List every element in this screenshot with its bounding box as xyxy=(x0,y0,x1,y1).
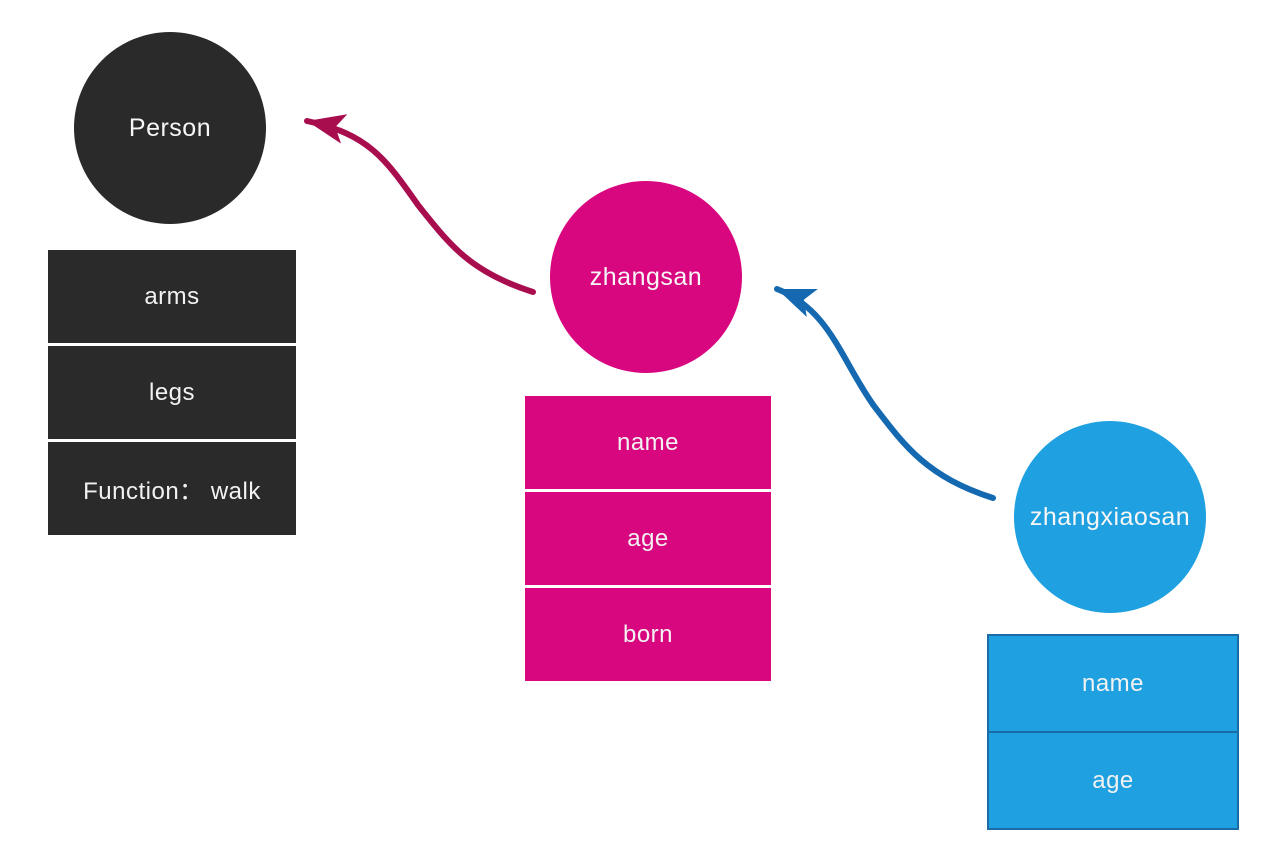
attribute-label: name xyxy=(1081,669,1145,697)
attribute-row: name xyxy=(989,636,1237,731)
edge-zhangxiaosan-to-zhangsan xyxy=(774,286,996,501)
attribute-label: name xyxy=(616,428,680,456)
attribute-label: Function： walk xyxy=(83,478,261,505)
zhangxiaosan-node-circle: zhangxiaosan xyxy=(1014,421,1206,613)
zhangsan-node-circle: zhangsan xyxy=(550,181,742,373)
attribute-label: legs xyxy=(148,378,196,406)
zhangxiaosan-attributes-table: name age xyxy=(987,634,1239,830)
zhangsan-attributes-table: name age born xyxy=(525,396,771,681)
person-attributes-table: arms legs Function： walk xyxy=(48,250,296,535)
attribute-row: age xyxy=(525,492,771,585)
attribute-label: age xyxy=(627,524,669,552)
attribute-row: name xyxy=(525,396,771,489)
edge-zhangsan-to-person xyxy=(304,114,536,295)
zhangxiaosan-node-label: zhangxiaosan xyxy=(1029,502,1191,531)
person-node-circle: Person xyxy=(74,32,266,224)
attribute-row: arms xyxy=(48,250,296,343)
attribute-label: born xyxy=(622,620,674,648)
attribute-row: age xyxy=(989,731,1237,828)
person-node-label: Person xyxy=(128,113,212,142)
attribute-row: legs xyxy=(48,346,296,439)
attribute-label: age xyxy=(1092,766,1134,794)
attribute-row: born xyxy=(525,588,771,681)
attribute-label: arms xyxy=(144,282,200,310)
zhangsan-node-label: zhangsan xyxy=(589,262,703,291)
attribute-row: Function： walk xyxy=(48,442,296,535)
